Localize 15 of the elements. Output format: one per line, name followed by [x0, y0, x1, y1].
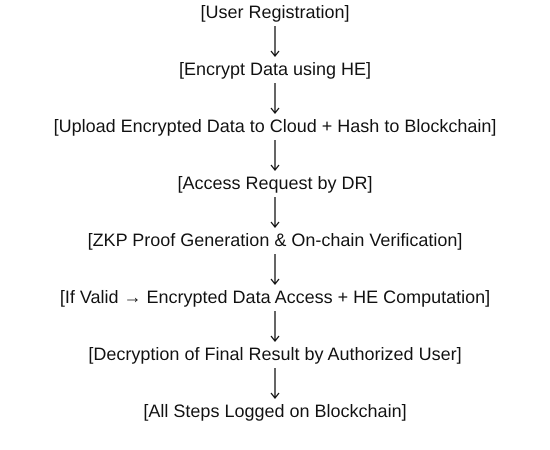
- step-label: [Upload Encrypted Data to Cloud + Hash to Blockchain]: [54, 116, 496, 136]
- step-label: [User Registration]: [200, 2, 350, 22]
- step-label: [Decryption of Final Result by Authorized User]: [88, 344, 462, 364]
- arrow: [270, 140, 280, 171]
- arrow: [270, 368, 280, 399]
- arrow: [270, 83, 280, 114]
- step-label: [Access Request by DR]: [177, 173, 373, 193]
- arrow: [270, 254, 280, 285]
- step-label: [Encrypt Data using HE]: [178, 59, 372, 79]
- step-label: [All Steps Logged on Blockchain]: [143, 401, 407, 421]
- arrow: [270, 311, 280, 342]
- arrow: [270, 26, 280, 57]
- step-label: [ZKP Proof Generation & On-chain Verification]: [88, 230, 462, 250]
- arrow: [270, 197, 280, 228]
- step-label: [If Valid → Encrypted Data Access + HE Computation]: [60, 287, 490, 307]
